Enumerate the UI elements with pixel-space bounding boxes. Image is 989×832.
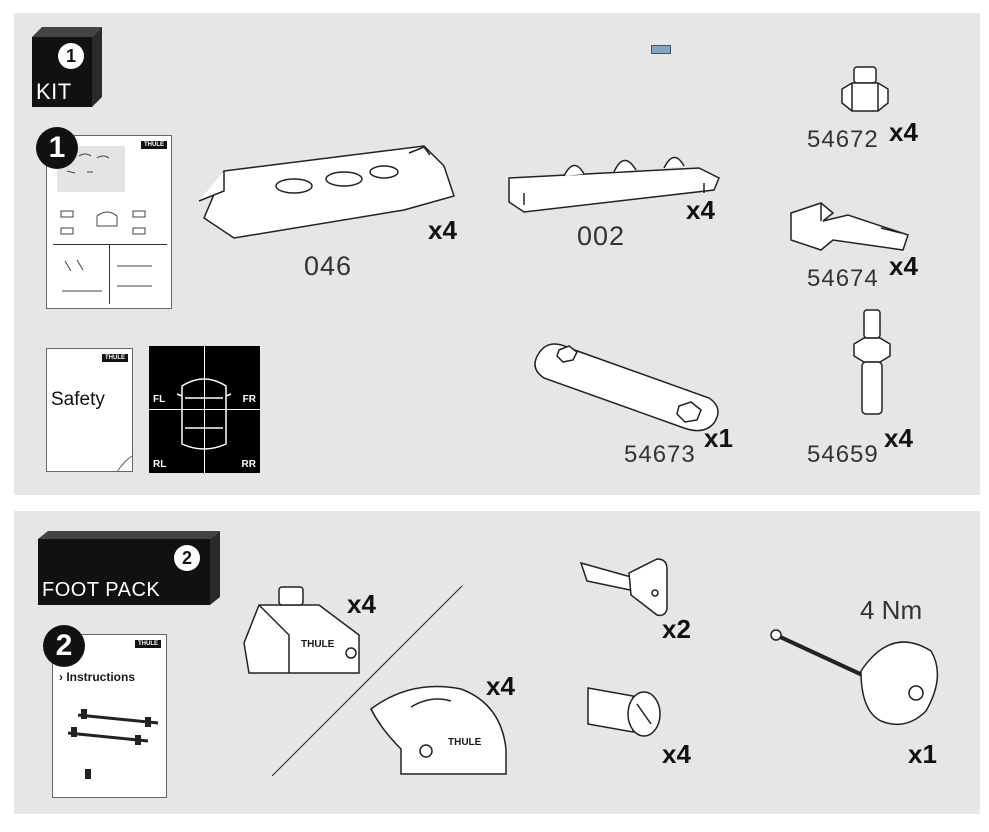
car-outline-icon [176, 378, 232, 450]
foot-pack-badge-label: FOOT PACK [42, 579, 161, 601]
foot-pack-panel: 2 FOOT PACK THULE › Instructions 2 THULE… [14, 511, 980, 814]
kit-badge-number: 1 [58, 43, 84, 69]
part-54672-number: 54672 [807, 126, 879, 153]
position-fl: FL [153, 394, 166, 405]
wrench-54673-illustration [534, 343, 719, 432]
foot-pack-badge-number: 2 [174, 545, 200, 571]
color-marker [651, 45, 671, 54]
lock-qty: x4 [662, 739, 691, 769]
tool-qty: x1 [908, 739, 937, 769]
clamp-002-illustration [508, 156, 720, 213]
pad-046-illustration [198, 145, 455, 239]
part-002-number: 002 [577, 221, 626, 251]
foot-2-brand: THULE [448, 737, 482, 748]
part-046-qty: x4 [428, 215, 457, 245]
bolt-54659-illustration [853, 309, 891, 415]
kit-sheet-sketches [60, 153, 152, 292]
page-curl [116, 455, 133, 473]
foot-pack-badge: 2 FOOT PACK [34, 529, 224, 609]
position-fr: FR [242, 394, 256, 405]
part-54659-number: 54659 [807, 441, 879, 468]
lock-cylinder-icon [587, 687, 661, 737]
safety-brand: THULE [102, 354, 128, 362]
key-icon [579, 558, 668, 617]
foot-pack-instruction-number: 2 [43, 625, 85, 667]
part-046-number: 046 [304, 251, 353, 281]
part-54673-number: 54673 [624, 441, 696, 468]
safety-label: Safety [51, 389, 105, 410]
roof-bar-sketch [67, 709, 159, 779]
instructions-label: › Instructions [59, 670, 136, 684]
divider-line [271, 585, 463, 777]
torque-tool-icon [770, 629, 939, 726]
foot-1-qty: x4 [347, 589, 376, 619]
part-54674-number: 54674 [807, 265, 879, 292]
key-qty: x2 [662, 614, 691, 644]
kit-panel: 1 KIT THULE 1 THULE Safety [14, 13, 980, 495]
nut-54672-illustration [841, 66, 889, 112]
part-54672-qty: x4 [889, 117, 918, 147]
foot-1-illustration [243, 586, 360, 674]
bracket-54674-illustration [790, 202, 909, 251]
foot-pack-sheet-brand: THULE [135, 640, 161, 648]
kit-badge-label: KIT [36, 79, 72, 104]
part-54659-qty: x4 [884, 423, 913, 453]
position-diagram: FL FR RL RR [149, 346, 260, 473]
part-54673-qty: x1 [704, 423, 733, 453]
foot-1-brand: THULE [301, 639, 335, 650]
foot-2-qty: x4 [486, 671, 515, 701]
kit-sheet-brand: THULE [141, 141, 167, 149]
tool-torque: 4 Nm [860, 595, 923, 625]
part-002-qty: x4 [686, 195, 715, 225]
safety-booklet: THULE Safety [46, 348, 133, 473]
foot-2-illustration [370, 685, 507, 775]
kit-instruction-number: 1 [36, 127, 78, 169]
position-rr: RR [241, 459, 256, 470]
position-rl: RL [153, 459, 167, 470]
kit-badge: 1 KIT [32, 27, 102, 107]
part-54674-qty: x4 [889, 251, 918, 281]
